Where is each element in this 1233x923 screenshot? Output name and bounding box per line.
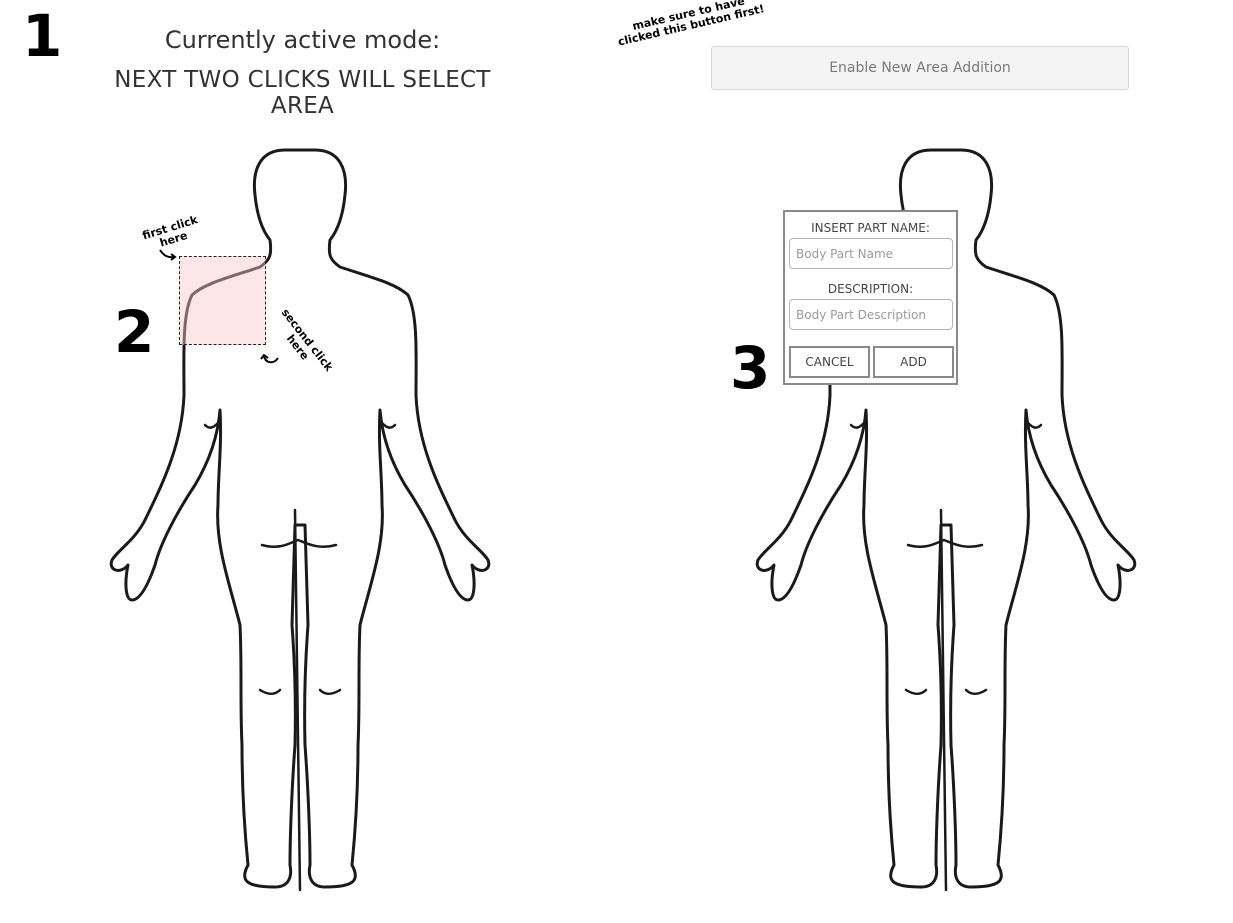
first-click-arrow-icon <box>159 249 177 261</box>
enable-new-area-button[interactable]: Enable New Area Addition <box>711 46 1129 90</box>
step-number-3: 3 <box>730 334 771 402</box>
cancel-button[interactable]: CANCEL <box>789 346 870 378</box>
add-area-popup: INSERT PART NAME: DESCRIPTION: CANCEL AD… <box>783 210 958 385</box>
active-mode-value: NEXT TWO CLICKS WILL SELECT AREA <box>114 67 491 119</box>
second-click-arrow-icon <box>260 353 279 364</box>
selected-area-box <box>179 256 266 345</box>
body-diagram-left[interactable] <box>100 145 500 895</box>
step-number-1: 1 <box>22 2 63 70</box>
step-number-2: 2 <box>114 298 155 366</box>
mode-label: Currently active mode: <box>164 26 441 54</box>
body-part-name-input[interactable] <box>789 238 953 269</box>
add-button[interactable]: ADD <box>873 346 954 378</box>
description-label: DESCRIPTION: <box>827 282 914 296</box>
body-part-description-input[interactable] <box>789 299 953 330</box>
instruction-note: make sure to have clicked this button fi… <box>616 0 766 49</box>
part-name-label: INSERT PART NAME: <box>811 221 930 235</box>
